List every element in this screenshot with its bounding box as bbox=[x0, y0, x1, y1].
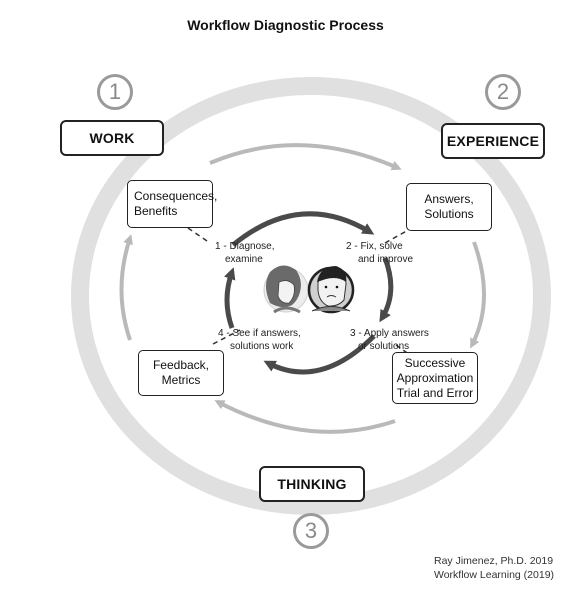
step-answers-line2: Solutions bbox=[424, 207, 474, 221]
phase-number-3: 3 bbox=[293, 513, 329, 549]
step-answers-line1: Answers, bbox=[424, 192, 474, 206]
step-feedback-line1: Feedback, bbox=[152, 358, 210, 372]
inner-arrow-bottom bbox=[263, 334, 376, 375]
step-consequences-line2: Benefits bbox=[134, 204, 178, 218]
cycle-label-apply: 3 - Apply answers or solutions bbox=[350, 328, 429, 352]
credit-author: Ray Jimenez, Ph.D. 2019 bbox=[434, 555, 554, 567]
inner-arrow-left bbox=[223, 267, 236, 329]
middle-arrow-bottom bbox=[214, 400, 396, 434]
step-consequences-line1: Consequences, bbox=[134, 189, 218, 203]
phase-number-1: 1 bbox=[97, 74, 133, 110]
cycle-label-diagnose: 1 - Diagnose, examine bbox=[215, 241, 275, 265]
middle-arrow-top bbox=[209, 143, 402, 171]
cycle-label-fix: 2 - Fix, solve and improve bbox=[346, 241, 414, 265]
step-answers-solutions: Answers, Solutions bbox=[406, 183, 492, 231]
step-successive-line3: Trial and Error bbox=[396, 385, 474, 400]
connector-diagnose bbox=[187, 227, 211, 244]
phase-work: WORK bbox=[60, 120, 164, 156]
phase-number-2: 2 bbox=[485, 74, 521, 110]
step-feedback-metrics: Feedback, Metrics bbox=[138, 350, 224, 396]
step-successive-line1: Successive bbox=[404, 355, 466, 370]
woman-avatar-icon bbox=[263, 265, 309, 314]
step-successive-line2: Approximation bbox=[396, 370, 474, 385]
outer-ring bbox=[71, 77, 551, 515]
connector-apply bbox=[395, 344, 411, 356]
phase-experience: EXPERIENCE bbox=[441, 123, 545, 159]
cycle-label-see: 4 - See if answers, solutions work bbox=[218, 328, 301, 352]
man-avatar-icon bbox=[307, 266, 355, 314]
phase-thinking: THINKING bbox=[259, 466, 365, 502]
inner-arrow-top bbox=[231, 211, 375, 247]
inner-arrow-right bbox=[379, 257, 394, 323]
step-consequences-benefits: Consequences, Benefits bbox=[127, 180, 217, 228]
step-successive-approximation: Successive Approximation Trial and Error bbox=[392, 352, 478, 404]
middle-arrow-right bbox=[470, 241, 486, 349]
diagram-title: Workflow Diagnostic Process bbox=[187, 17, 384, 33]
middle-arrow-left bbox=[119, 234, 133, 341]
step-feedback-line2: Metrics bbox=[161, 373, 201, 387]
credit-source: Workflow Learning (2019) bbox=[434, 569, 555, 581]
